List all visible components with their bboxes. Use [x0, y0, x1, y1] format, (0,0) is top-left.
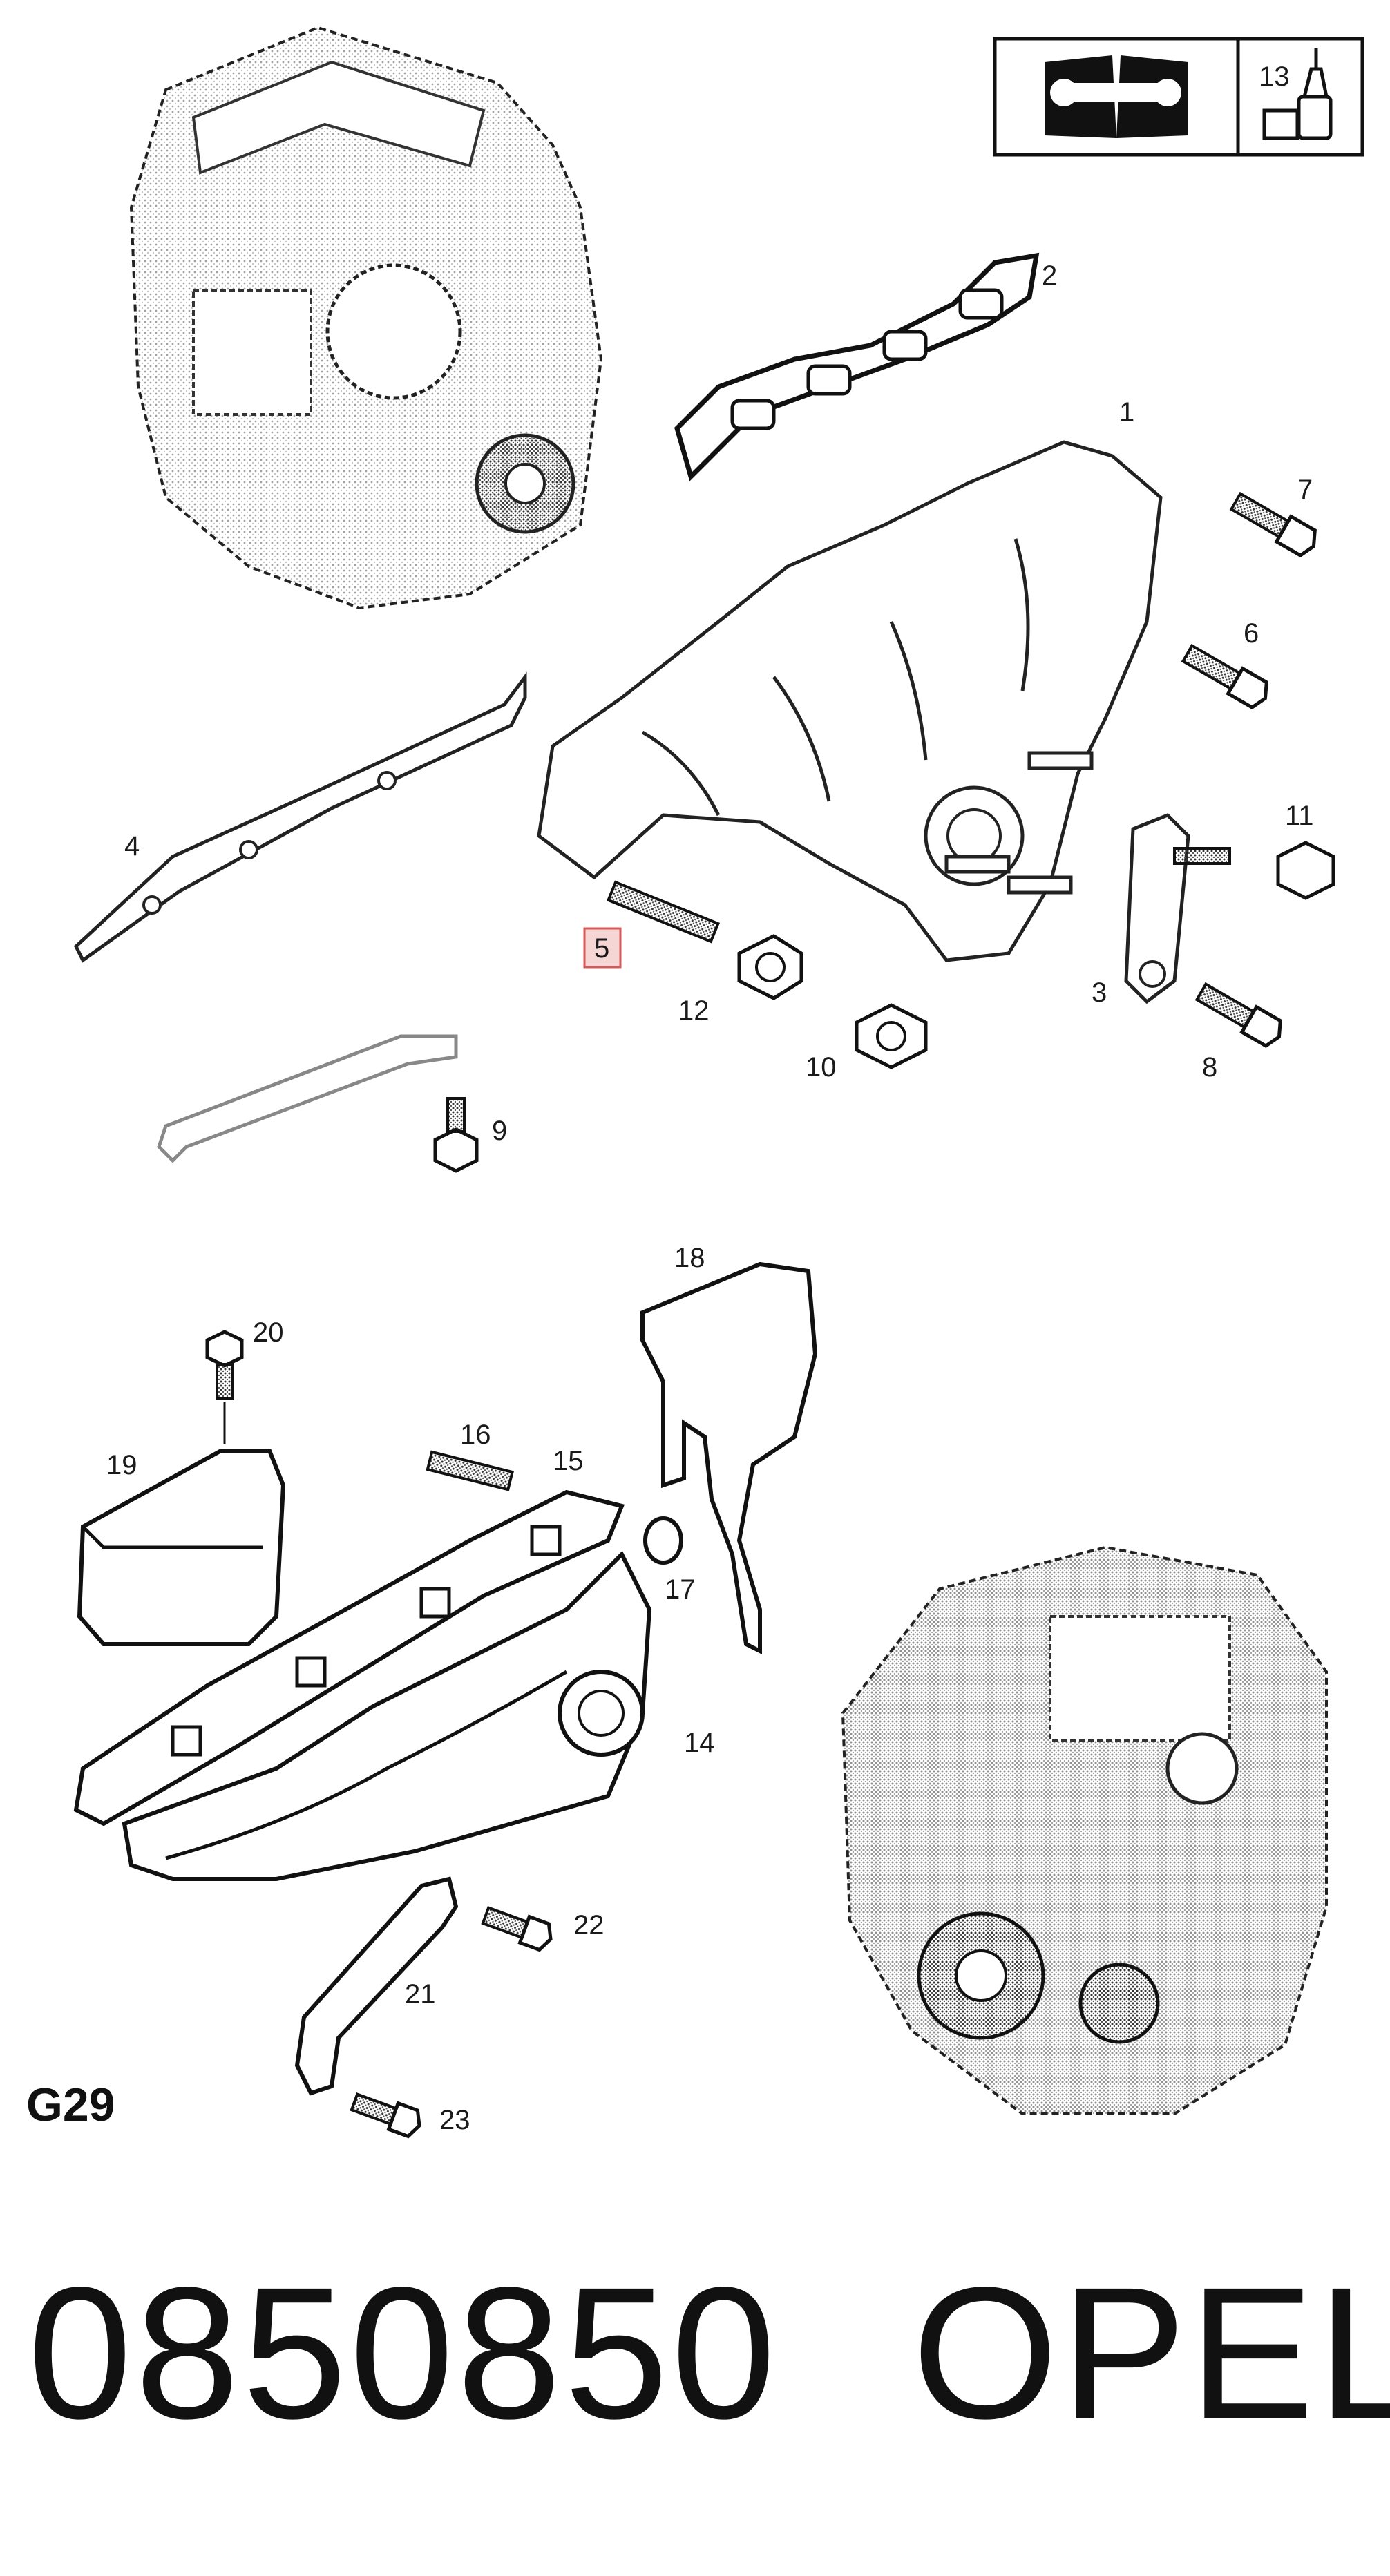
part-23-bolt — [350, 2092, 421, 2139]
callout-4: 4 — [124, 831, 140, 861]
callout-8: 8 — [1202, 1052, 1217, 1082]
callout-22: 22 — [573, 1910, 604, 1940]
callout-5-highlight — [583, 927, 622, 969]
part-21-bracket — [294, 1876, 459, 2096]
callout-19: 19 — [106, 1450, 137, 1480]
engine-illustration-bottom — [841, 1545, 1328, 2115]
callout-10: 10 — [806, 1052, 837, 1082]
part-17-nut — [643, 1516, 683, 1565]
callout-20: 20 — [253, 1317, 284, 1348]
callout-5: 5 — [594, 933, 609, 964]
part-3-bracket — [1124, 813, 1231, 1004]
callout-21: 21 — [405, 1979, 436, 2010]
part-6-bolt — [1181, 643, 1268, 710]
callout-12: 12 — [678, 995, 710, 1026]
part-19-heat-shield — [77, 1449, 286, 1646]
part-5-stud — [606, 880, 721, 944]
part-16-stud — [426, 1450, 515, 1491]
part-1-exhaust-manifold — [537, 440, 1163, 962]
part-2-exhaust-gasket — [674, 252, 1040, 481]
callout-11: 11 — [1285, 801, 1314, 831]
part-10-nut — [855, 1003, 928, 1069]
callout-15: 15 — [553, 1446, 584, 1476]
legend-label: 13 — [1259, 61, 1290, 92]
engine-illustration-top — [129, 26, 603, 610]
callout-16: 16 — [460, 1420, 491, 1450]
part-8-bolt — [1194, 982, 1282, 1049]
legend-box: 13 — [993, 37, 1364, 157]
part-7-bolt — [1229, 491, 1317, 558]
callout-23: 23 — [439, 2105, 470, 2135]
book-wrench-icon — [1045, 55, 1188, 138]
callout-18: 18 — [674, 1243, 705, 1273]
part-22-bolt — [481, 1906, 553, 1952]
callout-7: 7 — [1297, 475, 1313, 505]
callout-6: 6 — [1244, 618, 1259, 649]
part-18-heat-shield — [640, 1261, 818, 1654]
callout-14: 14 — [684, 1728, 715, 1758]
part-11-nut — [1276, 841, 1335, 900]
sealant-tube-icon — [1262, 48, 1333, 140]
part-4-heat-shield — [73, 671, 527, 963]
brand-name: OPEL — [912, 2248, 1390, 2458]
callout-9: 9 — [492, 1116, 507, 1146]
part-9-strap — [157, 1034, 479, 1173]
part-12-nut — [737, 934, 803, 1000]
callout-3: 3 — [1092, 977, 1107, 1008]
callout-17: 17 — [665, 1574, 696, 1605]
part-14-exhaust-manifold — [122, 1550, 652, 1881]
part-number: 0850850 — [28, 2248, 779, 2458]
section-code: G29 — [26, 2079, 115, 2131]
part-20-bolt — [205, 1330, 244, 1444]
callout-2: 2 — [1042, 260, 1057, 291]
part-15-exhaust-gasket — [73, 1489, 625, 1826]
callout-1: 1 — [1119, 397, 1134, 428]
